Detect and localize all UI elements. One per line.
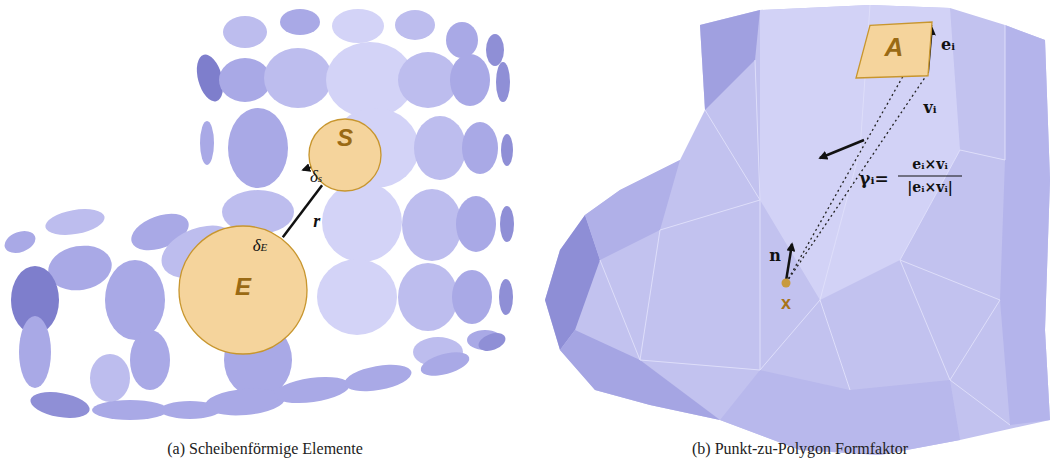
disk-element bbox=[264, 48, 332, 108]
disk-element bbox=[317, 259, 397, 335]
mesh-edge bbox=[600, 260, 640, 360]
vector-label: n bbox=[769, 247, 781, 265]
disk-element bbox=[28, 388, 91, 422]
normal-gamma-arrow bbox=[820, 140, 864, 158]
mesh-outline bbox=[545, 5, 1050, 455]
point-label: x bbox=[781, 294, 791, 314]
mesh-edge bbox=[950, 300, 1000, 380]
disk-element bbox=[476, 330, 508, 355]
mesh-edge bbox=[950, 380, 1010, 425]
disk-element bbox=[273, 373, 352, 407]
subfigure-caption: (b) Punkt-zu-Polygon Formfaktor bbox=[692, 440, 908, 458]
disk-outline bbox=[309, 119, 381, 191]
disk-element bbox=[280, 9, 320, 35]
disk-element bbox=[2, 227, 39, 257]
patch-outline bbox=[856, 22, 932, 78]
disk-outline bbox=[179, 226, 307, 354]
disk-element bbox=[486, 34, 504, 66]
disk-element bbox=[204, 386, 286, 419]
mesh-edge bbox=[705, 110, 760, 200]
disk-element bbox=[130, 330, 170, 390]
mesh-edge bbox=[660, 200, 760, 230]
disk-element bbox=[92, 400, 168, 420]
mesh-edge bbox=[755, 60, 760, 200]
mesh-facet bbox=[1000, 25, 1050, 425]
disk-element bbox=[19, 316, 51, 388]
mesh-edge bbox=[960, 150, 1005, 160]
disk-element bbox=[496, 62, 510, 102]
disk-element bbox=[418, 348, 471, 380]
disk-element bbox=[200, 121, 214, 165]
vertex-vector-line bbox=[786, 73, 928, 283]
mesh-edge bbox=[640, 230, 660, 360]
surface-element-disk: E bbox=[178, 225, 308, 355]
disk-element bbox=[456, 196, 496, 252]
disk-element bbox=[398, 52, 458, 108]
mesh-edge bbox=[640, 360, 760, 370]
disk-element bbox=[322, 182, 402, 262]
disk-element bbox=[452, 270, 492, 324]
disk-element bbox=[402, 189, 462, 261]
disk-element bbox=[228, 108, 288, 188]
disk-element bbox=[219, 58, 271, 102]
mesh-facet bbox=[760, 5, 960, 300]
disk-element bbox=[342, 360, 413, 395]
angle-label: δE bbox=[253, 237, 268, 256]
disk-elements bbox=[2, 9, 514, 422]
angle-label: δs bbox=[310, 168, 322, 187]
disk-element bbox=[395, 10, 435, 40]
node-label: A bbox=[856, 22, 932, 60]
polygon-patch: A bbox=[856, 22, 932, 78]
disk-element bbox=[105, 260, 165, 340]
disk-element bbox=[90, 354, 130, 402]
mesh-facet bbox=[700, 10, 760, 110]
formula-denominator: |eᵢ×vᵢ| bbox=[907, 180, 953, 195]
disk-element bbox=[223, 16, 267, 48]
mesh-edge bbox=[900, 260, 950, 380]
disk-element bbox=[414, 116, 466, 180]
disk-element bbox=[332, 9, 384, 43]
disk-element bbox=[499, 279, 513, 315]
distance-label: r bbox=[313, 212, 320, 232]
normal-n-arrow bbox=[786, 244, 792, 281]
subfigure-caption: (a) Scheibenförmige Elemente bbox=[167, 440, 362, 458]
formula-numerator: eᵢ×vᵢ bbox=[912, 157, 947, 172]
mesh-edge bbox=[900, 260, 1000, 300]
disk-element bbox=[446, 22, 478, 58]
disk-element bbox=[398, 263, 458, 331]
mesh-facet bbox=[560, 330, 720, 420]
vector-label: vᵢ bbox=[923, 99, 936, 117]
mesh-facet bbox=[585, 160, 680, 260]
mesh-edge bbox=[900, 150, 960, 260]
distance-line bbox=[283, 185, 322, 237]
disk-element bbox=[500, 206, 514, 242]
formula-label: γᵢ= bbox=[859, 169, 889, 188]
node-label: S bbox=[308, 118, 382, 150]
disk-element bbox=[43, 205, 106, 239]
disk-element bbox=[450, 54, 490, 106]
disk-element bbox=[462, 122, 498, 174]
mesh-edge bbox=[820, 300, 850, 390]
point-dot bbox=[782, 279, 791, 288]
polygon-mesh bbox=[545, 5, 1050, 455]
annotations bbox=[243, 25, 962, 290]
mesh-edge bbox=[1005, 25, 1006, 160]
vector-label: eᵢ bbox=[941, 36, 955, 54]
node-label: E bbox=[178, 225, 308, 299]
mesh-edge bbox=[760, 200, 761, 370]
fraction-bar bbox=[898, 176, 962, 177]
disk-element bbox=[501, 134, 513, 166]
